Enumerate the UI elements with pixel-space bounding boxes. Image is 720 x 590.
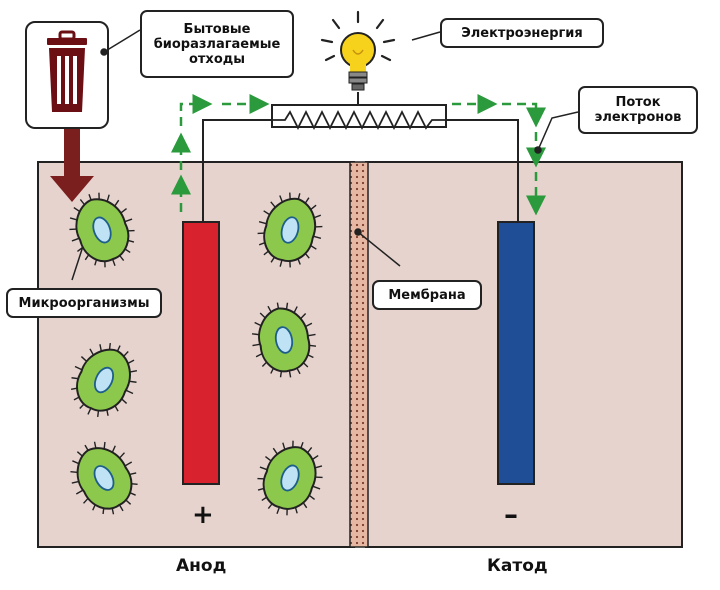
waste-input-arrow [50,126,94,202]
microorganisms-group [69,192,323,516]
membrane-label: Мембрана [372,280,482,310]
external-circuit [202,104,519,224]
light-bulb-icon [320,10,396,91]
waste-label: Бытовые биоразлагаемые отходы [140,10,294,78]
resistor [272,109,446,131]
cathode-electrode [497,221,535,485]
microorganism [70,343,138,417]
cathode-label: Катод [487,556,548,576]
microorganism [257,192,323,268]
electron-flow-label: Поток электронов [578,86,698,134]
microorganism [69,192,135,268]
anode-electrode [182,221,220,485]
cathode-minus-sign: – [504,498,518,531]
anode-plus-sign: + [192,500,214,530]
microorganism [70,441,138,515]
anode-label: Анод [176,556,227,576]
trash-bin-icon [47,30,87,112]
electricity-label: Электроэнергия [440,18,604,48]
membrane [349,161,369,548]
electron-flow-arrows [171,94,546,216]
microorganism [257,440,323,516]
microorganism [251,302,317,378]
microorganisms-label: Микроорганизмы [6,288,162,318]
